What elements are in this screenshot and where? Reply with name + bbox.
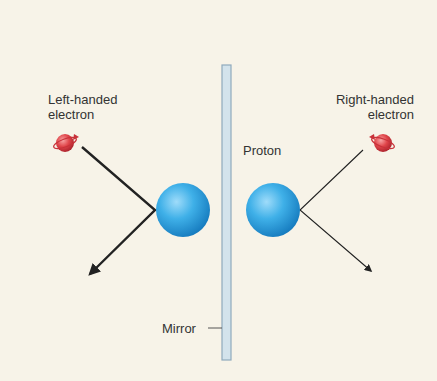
mirror xyxy=(222,65,231,360)
proton-sphere xyxy=(156,183,210,237)
leader-line xyxy=(208,328,222,329)
electron-label: Left-handed electron xyxy=(48,92,140,122)
electron-symbol xyxy=(369,134,396,152)
electron-path xyxy=(300,150,371,271)
mirror-label: Mirror xyxy=(162,321,196,336)
proton-label: Proton xyxy=(243,143,281,158)
proton-sphere xyxy=(246,183,300,237)
electron-symbol xyxy=(52,134,79,152)
electron-path xyxy=(82,147,155,274)
electron-label: Right-handed electron xyxy=(318,92,414,122)
